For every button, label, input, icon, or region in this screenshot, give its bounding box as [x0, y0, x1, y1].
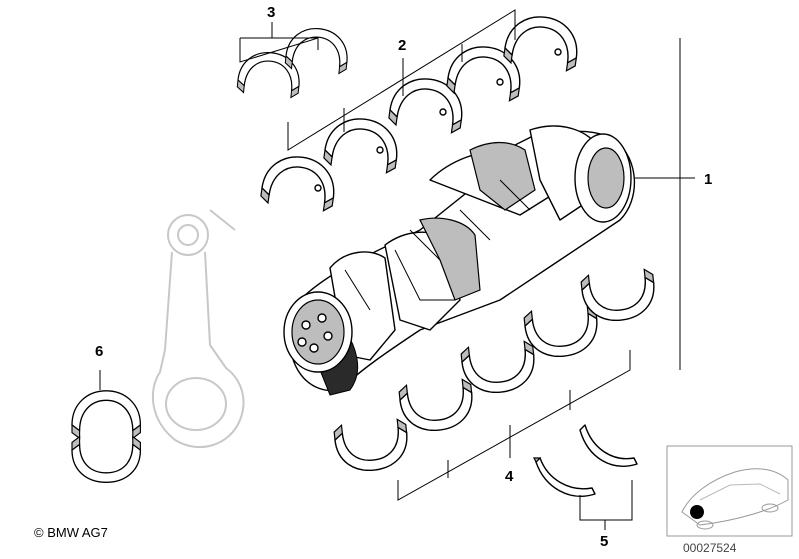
bearing-shells-upper-main — [259, 11, 583, 213]
copyright-text: © BMW AG7 — [34, 525, 108, 540]
callout-2: 2 — [398, 37, 406, 54]
vehicle-location-thumbnail — [666, 445, 793, 537]
callout-3: 3 — [267, 4, 275, 21]
callout-6: 6 — [95, 343, 103, 360]
leader-lines — [99, 9, 695, 530]
callout-5: 5 — [600, 533, 608, 550]
part-number: 00027524 — [683, 541, 737, 555]
callout-1: 1 — [704, 171, 712, 188]
thrust-bearing-halves-lower — [533, 424, 638, 497]
connecting-rod-bearing-shells — [71, 390, 142, 483]
connecting-rod-ghost — [151, 209, 245, 449]
thrust-bearing-halves-upper — [236, 24, 351, 99]
callout-4: 4 — [505, 468, 514, 485]
location-marker — [690, 505, 704, 519]
crankshaft — [283, 125, 636, 396]
